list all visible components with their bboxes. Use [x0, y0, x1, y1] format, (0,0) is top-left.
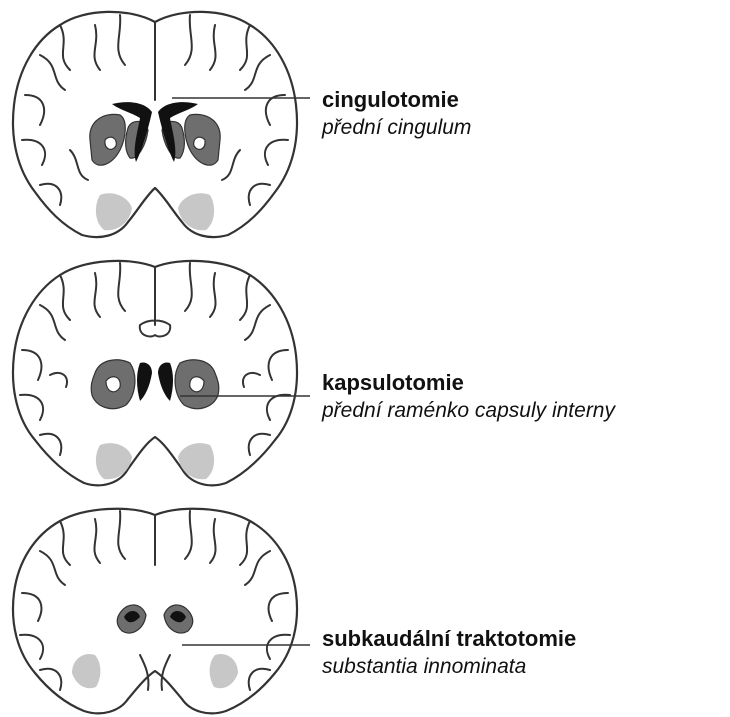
- procedure-target: substantia innominata: [322, 653, 576, 681]
- procedure-label-capsulotomy: kapsulotomie přední raménko capsuly inte…: [322, 369, 615, 425]
- procedure-title: kapsulotomie: [322, 369, 615, 397]
- brain-section-subcaudate-tractotomy: [0, 505, 310, 717]
- procedure-title: cingulotomie: [322, 86, 471, 114]
- procedure-target: přední cingulum: [322, 114, 471, 142]
- brain-section-capsulotomy: [0, 255, 310, 495]
- brain-section-cingulotomy: [0, 0, 310, 245]
- procedure-title: subkaudální traktotomie: [322, 625, 576, 653]
- panel-capsulotomy: kapsulotomie přední raménko capsuly inte…: [0, 255, 730, 495]
- panel-subcaudate-tractotomy: subkaudální traktotomie substantia innom…: [0, 505, 730, 717]
- panel-cingulotomy: cingulotomie přední cingulum: [0, 0, 730, 245]
- procedure-label-subcaudate-tractotomy: subkaudální traktotomie substantia innom…: [322, 625, 576, 681]
- procedure-target: přední raménko capsuly interny: [322, 397, 615, 425]
- procedure-label-cingulotomy: cingulotomie přední cingulum: [322, 86, 471, 142]
